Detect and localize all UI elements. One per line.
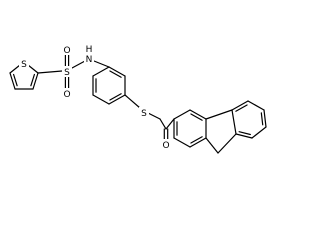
s-c-bond <box>147 112 161 120</box>
atom-label-group: S S O O N H S O <box>19 44 171 151</box>
benzene-bond <box>92 94 110 105</box>
structure-svg: S S O O N H S O <box>9 44 267 154</box>
fluorene-ring-c-bond <box>251 126 267 139</box>
fluorene-ring-c-bond <box>263 109 267 128</box>
aromatic-inner-bond <box>260 112 264 126</box>
fluorene-ring-c-bond <box>231 109 237 135</box>
fluorene-ring-a-bond <box>173 109 191 120</box>
molecule-diagram: S S O O N H S O <box>9 44 267 154</box>
aromatic-inner-bond <box>109 93 122 101</box>
aromatic-inner-bond <box>13 73 18 87</box>
atom-bg <box>85 44 94 53</box>
five-ring-bond <box>205 109 233 120</box>
aromatic-inner-bond <box>109 70 122 78</box>
aromatic-inner-bond <box>238 131 251 136</box>
fluorene-ring-a-bond <box>189 137 207 148</box>
five-ring-bond <box>205 137 219 154</box>
fluorene-ring-a-bond <box>189 109 207 120</box>
fluorene-ring-a-bond <box>173 137 191 148</box>
aromatic-inner-bond <box>190 113 203 121</box>
fluorene-ring-c-bond <box>231 100 249 111</box>
thiophene-bond <box>32 72 39 90</box>
bond-group <box>9 54 267 154</box>
ketone-oxygen-label: O <box>162 141 169 151</box>
atom-bg <box>62 44 72 55</box>
s-n-bond <box>71 60 86 69</box>
sulfonyl-oxygen-bottom-label: O <box>63 90 70 100</box>
thiophene-bond <box>9 64 21 74</box>
aromatic-inner-bond <box>30 73 35 87</box>
benzene-bond <box>108 94 126 105</box>
sulfonyl-oxygen-top-label: O <box>63 46 70 56</box>
thioether-sulfur-label: S <box>141 109 147 119</box>
benzene-bond <box>92 66 110 77</box>
atom-bg <box>62 88 72 99</box>
atom-bg <box>139 107 149 118</box>
atom-bg <box>161 139 171 150</box>
n-c-bond <box>93 60 110 68</box>
thiophene-bond <box>9 72 16 90</box>
sulfonyl-sulfur-label: S <box>64 68 70 78</box>
five-ring-bond <box>217 133 237 154</box>
atom-bg <box>84 53 94 64</box>
atom-bg <box>19 58 29 69</box>
c-c-bond <box>165 118 175 130</box>
atom-bg <box>62 66 72 77</box>
amine-nitrogen-label: N <box>86 55 93 65</box>
amine-hydrogen-label: H <box>86 45 93 55</box>
aromatic-inner-bond <box>235 104 248 112</box>
c-c-bond <box>159 118 167 130</box>
fluorene-ring-c-bond <box>235 133 253 139</box>
aromatic-inner-bond <box>190 136 203 144</box>
benzene-bond <box>108 66 126 77</box>
c-s-bond <box>37 70 63 74</box>
fluorene-ring-c-bond <box>247 100 265 111</box>
c-s-bond <box>124 94 141 109</box>
thiophene-sulfur-label: S <box>21 60 27 70</box>
thiophene-bond <box>27 64 39 74</box>
